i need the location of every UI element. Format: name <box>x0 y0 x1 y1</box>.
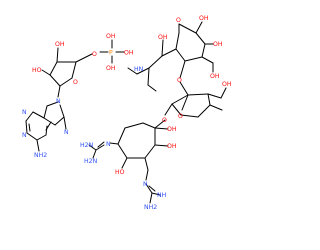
inositol-ho-lower-left: HO <box>115 169 125 176</box>
phosphorus-atom: P <box>109 50 113 57</box>
furanose-oh-upper: OH <box>222 81 232 88</box>
phosphate-oh-bottom: OH <box>106 65 116 72</box>
pyranose-oh-top: OH <box>199 15 209 22</box>
amp-fragment <box>25 39 125 152</box>
inositol-oh-right-upper: OH <box>167 126 177 133</box>
phosphate-oh-right: OH <box>124 50 134 57</box>
pyranose-oh-right: OH <box>213 41 223 48</box>
guanidine-h2n-mid: H2N <box>84 158 98 165</box>
guanidine-h2n-top: H2N <box>80 142 94 149</box>
glycosidic-oxygen-lower: O <box>162 117 167 124</box>
purine-n1: N <box>22 132 27 139</box>
ribose-oh-upper: OH <box>55 41 65 48</box>
guanidine-nh-lower: NH <box>157 192 167 199</box>
guanidine-imine-n: N <box>106 141 111 148</box>
pyranose-oh-left: OH <box>158 34 168 41</box>
ribose-ring-oxygen: O <box>73 79 78 86</box>
ribose-oh-left: HO <box>32 67 42 74</box>
ester-oxygen: O <box>92 51 97 58</box>
purine-n3: N <box>22 109 27 116</box>
purine-n7: N <box>64 129 69 136</box>
molecule-drawing: P OH OH OH O O OH HO N N N N NH2 O OH OH… <box>22 15 232 211</box>
purine-n9: N <box>56 98 61 105</box>
furanose-ring-oxygen: O <box>178 113 183 120</box>
adenine-nh2: NH2 <box>34 152 47 159</box>
glycosidic-oxygen-upper: O <box>177 77 182 84</box>
guanidine-imine-n-lower: N <box>143 181 148 188</box>
inositol-oh-right-lower: OH <box>167 143 177 150</box>
guanidine-nh2-lower: NH2 <box>144 204 157 211</box>
structure-canvas: P OH OH OH O O OH HO N N N N NH2 O OH OH… <box>22 15 232 211</box>
methylamino-nitrogen: HN <box>134 66 144 73</box>
streptomycin-fragment <box>88 21 227 204</box>
phosphate-oh-top: OH <box>106 33 116 40</box>
ch2oh-oxygen: OH <box>210 73 220 80</box>
pyranose-ring-oxygen: O <box>176 17 181 24</box>
